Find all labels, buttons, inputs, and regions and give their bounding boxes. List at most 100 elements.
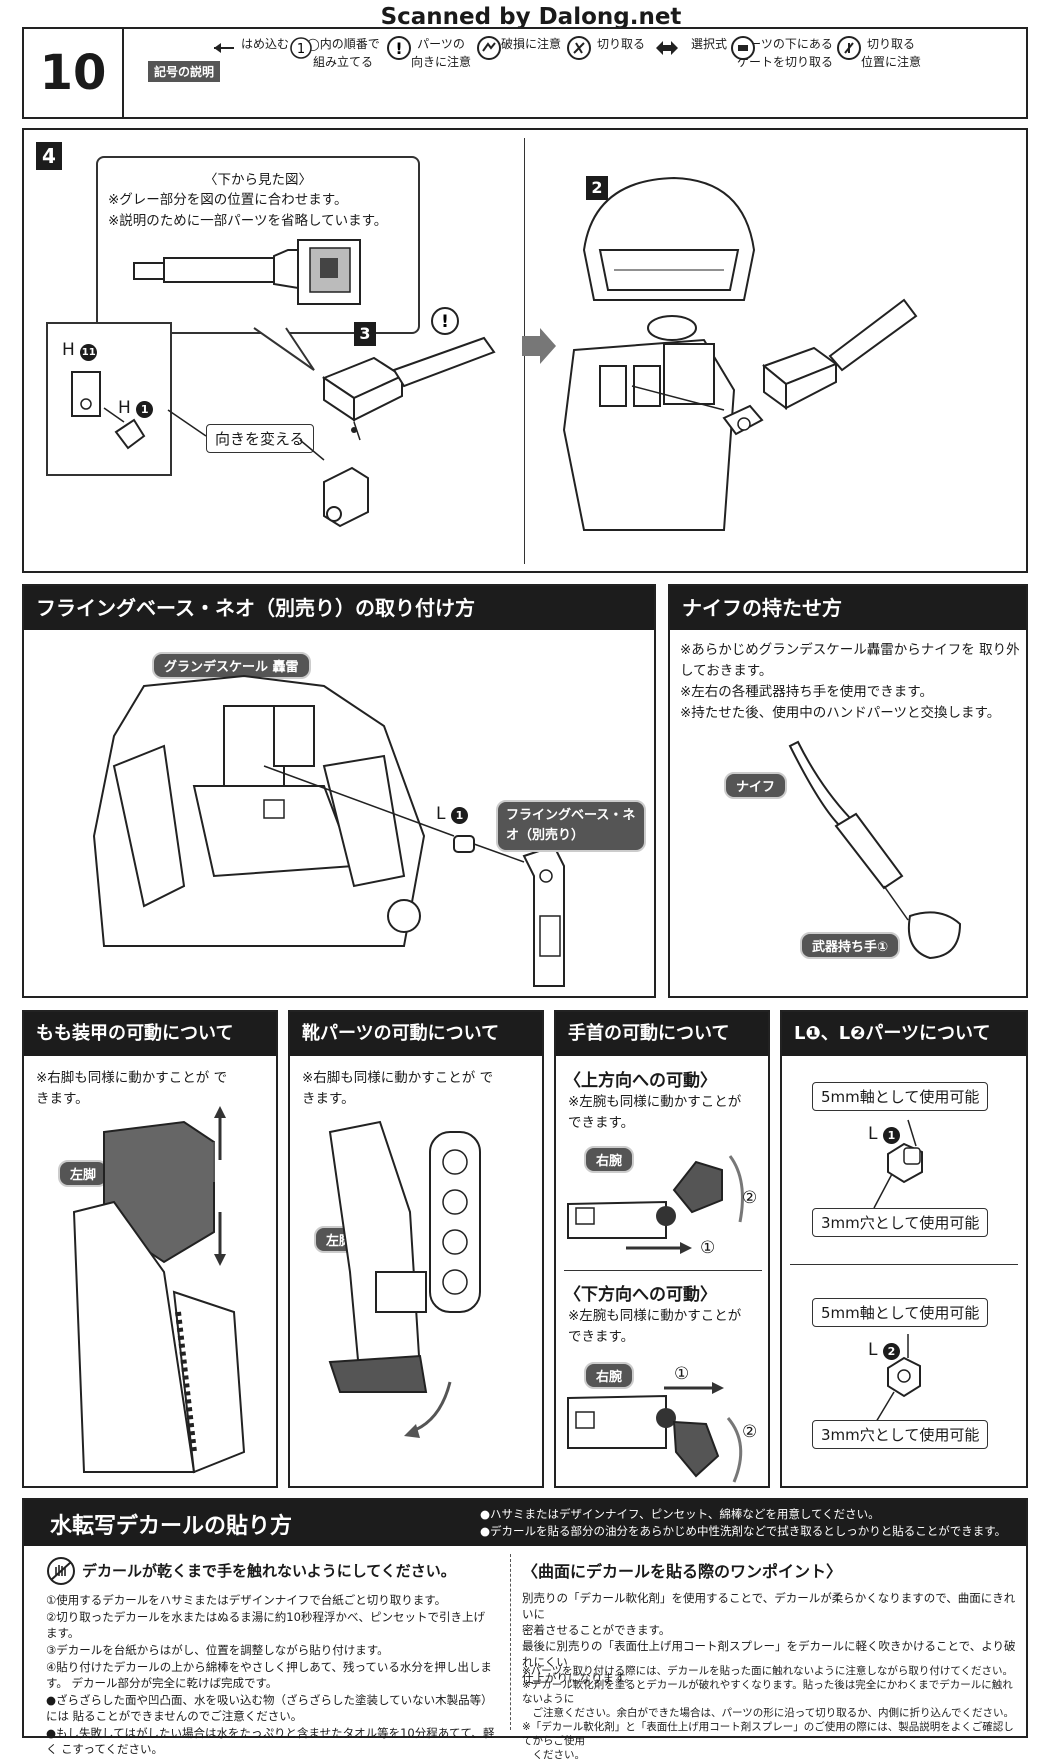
part-l1-letter: L bbox=[436, 804, 446, 824]
flying-base-label: フライングベース・ネオ（別売り） bbox=[496, 800, 646, 852]
decal-tip-line: 別売りの「デカール軟化剤」を使用することで、デカールが柔らかくなりますので、曲面… bbox=[522, 1591, 1016, 1621]
decal-steps: ①使用するデカールをハサミまたはデザインナイフで台紙ごと切り取ります。②切り取っ… bbox=[46, 1592, 496, 1758]
knife-panel: ナイフの持たせ方 ※あらかじめグランデスケール轟雷からナイフを 取り外しておきま… bbox=[668, 584, 1028, 998]
legend-item: パーツの下にある ゲートを切り取る bbox=[730, 35, 840, 71]
decal-tip-note: ※デカール軟化剤を塗るとデカールが破れやすくなります。貼った後は完全にかわくまで… bbox=[522, 1679, 1013, 1705]
part-h1-letter: H bbox=[118, 398, 131, 418]
l2-part-label: L 2 bbox=[868, 1340, 900, 1360]
l1-number: 1 bbox=[882, 1127, 900, 1144]
legend-item: 切り取る 位置に注意 bbox=[836, 35, 946, 71]
knife-label: ナイフ bbox=[724, 772, 788, 799]
l1-shaft-label: 5mm軸として使用可能 bbox=[812, 1082, 989, 1111]
decal-tip-line: 最後に別売りの「表面仕上げ用コート剤スプレー」をデカールに軽く吹きかけることで、… bbox=[522, 1639, 1016, 1669]
l1-part-illustration bbox=[873, 1119, 923, 1209]
wrist-up-arm-label: 右腕 bbox=[584, 1146, 635, 1173]
bottom-view-note-2: ※説明のために一部パーツを省略しています。 bbox=[108, 213, 388, 229]
robot-body-illustration bbox=[92, 674, 565, 987]
decal-step: ●もし失敗してはがしたい場合は水をたっぷりと含ませたタオル等を10分程あてて、軽… bbox=[46, 1726, 495, 1756]
figure-torso-illustration bbox=[562, 176, 918, 531]
decal-tip-note: ください。 bbox=[522, 1749, 585, 1761]
thigh-leg-label: 左脚 bbox=[58, 1160, 109, 1187]
legend-item: はめ込む bbox=[210, 35, 320, 53]
knife-illustration bbox=[788, 740, 962, 960]
wrist-panel: 手首の可動について 〈上方向への可動〉 ※左腕も同様に動かすことが できます。 … bbox=[554, 1010, 770, 1488]
wrist-down-arm-label: 右腕 bbox=[584, 1362, 635, 1389]
wrist-up-note: ※左腕も同様に動かすことが できます。 bbox=[568, 1094, 742, 1131]
l1-letter: L bbox=[868, 1124, 878, 1144]
weapon-part-illustration bbox=[167, 336, 496, 528]
lparts-title: L❶、L❷パーツについて bbox=[782, 1012, 1026, 1056]
no-touch-icon bbox=[47, 1557, 75, 1585]
legend-item-label: はめ込む bbox=[240, 37, 289, 51]
bottom-view-title: 〈下から見た図〉 bbox=[204, 172, 312, 188]
wrist-up-illustration bbox=[567, 1155, 744, 1254]
decal-tip-note: ※「デカール軟化剤」と「表面仕上げ用コート剤スプレー」のご使用の際には、製品説明… bbox=[522, 1721, 1014, 1747]
decal-divider bbox=[510, 1554, 511, 1730]
part-l1-label: L 1 bbox=[436, 804, 468, 824]
h-parts-box: H 11 H 1 bbox=[46, 322, 172, 476]
wrist-up-title: 〈上方向への可動〉 bbox=[564, 1071, 717, 1091]
step-number: 10 bbox=[24, 29, 124, 117]
legend-item-label: パーツの 向きに注意 bbox=[410, 37, 471, 69]
decal-step: ●ざらざらした面や凹凸面、水を吸い込む物（ざらざらした塗装していない木製品等）に… bbox=[46, 1693, 493, 1723]
decal-tip-line: 密着させることができます。 bbox=[522, 1623, 671, 1637]
knife-note-2: ※左右の各種武器持ち手を使用できます。 bbox=[680, 684, 933, 700]
svg-text:!: ! bbox=[441, 312, 449, 332]
knife-note-1: ※あらかじめグランデスケール轟雷からナイフを 取り外しておきます。 bbox=[680, 642, 1020, 679]
legend-item-label: 切り取る 位置に注意 bbox=[860, 37, 921, 69]
lparts-panel: L❶、L❷パーツについて 5mm軸として使用可能 L 1 3mm穴として使用可能… bbox=[780, 1010, 1028, 1488]
callout-pointer bbox=[253, 327, 315, 371]
boot-title: 靴パーツの可動について bbox=[290, 1012, 542, 1056]
wrist-up-step-1: ① bbox=[700, 1238, 716, 1258]
wrist-down-step-1: ① bbox=[674, 1364, 690, 1384]
caution-icon: ! bbox=[431, 307, 459, 335]
l2-shaft-label: 5mm軸として使用可能 bbox=[812, 1298, 989, 1327]
sub-step-2: 2 bbox=[586, 176, 608, 200]
l1-part-label: L 1 bbox=[868, 1124, 900, 1144]
wrist-up-step-2: ② bbox=[742, 1188, 758, 1208]
svg-text:1: 1 bbox=[297, 42, 305, 57]
step4-panel: 4 〈下から見た図〉 ※グレー部分を図の位置に合わせます。 ※説明のために一部パ… bbox=[22, 128, 1028, 573]
decal-warning: デカールが乾くまで手を触れないようにしてください。 bbox=[82, 1562, 456, 1580]
part-h11-letter: H bbox=[62, 340, 75, 360]
legend-item: 破損に注意 bbox=[476, 35, 586, 60]
l2-hole-label: 3mm穴として使用可能 bbox=[812, 1420, 989, 1449]
boot-panel: 靴パーツの可動について ※右脚も同様に動かすことが できます。 左脚 bbox=[288, 1010, 544, 1488]
part-l1-number: 1 bbox=[450, 807, 468, 824]
h-parts-illustration bbox=[71, 371, 146, 450]
wrist-down-note: ※左腕も同様に動かすことが できます。 bbox=[568, 1308, 742, 1345]
lparts-divider bbox=[790, 1264, 1018, 1265]
legend-item: ! パーツの 向きに注意 bbox=[386, 35, 496, 71]
bottom-view-illustration bbox=[133, 239, 361, 305]
legend-item-label: パーツの下にある ゲートを切り取る bbox=[736, 37, 833, 69]
thigh-armor-illustration bbox=[72, 1106, 246, 1474]
next-arrow-icon bbox=[522, 328, 556, 364]
l1-hole-label: 3mm穴として使用可能 bbox=[812, 1208, 989, 1237]
decal-tip-text: 別売りの「デカール軟化剤」を使用することで、デカールが柔らかくなりますので、曲面… bbox=[522, 1590, 1022, 1686]
wrist-down-title: 〈下方向への可動〉 bbox=[564, 1285, 717, 1305]
boot-note: ※右脚も同様に動かすことが できます。 bbox=[302, 1070, 494, 1107]
step4-number: 4 bbox=[36, 142, 62, 170]
legend-item: 1◯内の順番で 組み立てる bbox=[288, 35, 398, 71]
wrist-down-illustration bbox=[567, 1382, 743, 1483]
rotate-label: 向きを変える bbox=[206, 424, 314, 453]
decal-header-note-2: ●デカールを貼る部分の油分をあらかじめ中性洗剤などで拭き取るとしっかりと貼ること… bbox=[480, 1524, 1007, 1538]
bottom-view-callout: 〈下から見た図〉 ※グレー部分を図の位置に合わせます。 ※説明のために一部パーツ… bbox=[96, 156, 420, 334]
legend-item: 切り取る bbox=[566, 35, 676, 60]
part-h1-label: H 1 bbox=[118, 398, 154, 418]
thigh-title: もも装甲の可動について bbox=[24, 1012, 276, 1056]
decal-tip-line: 仕上がりになります。 bbox=[522, 1671, 636, 1685]
decal-tip-notes: ※パーツを取り付ける際には、デカールを貼った面に触れないように注意しながら取り付… bbox=[522, 1664, 1022, 1762]
flying-base-title: フライングベース・ネオ（別売り）の取り付け方 bbox=[24, 586, 654, 630]
knife-note-3: ※持たせた後、使用中のハンドパーツと交換します。 bbox=[680, 705, 1001, 721]
wrist-down-step-2: ② bbox=[742, 1422, 758, 1442]
decal-header bbox=[24, 1500, 1026, 1546]
svg-text:!: ! bbox=[395, 39, 402, 58]
decal-step: ③デカールを台紙からはがし、位置を調整しながら貼り付けます。 bbox=[46, 1643, 389, 1657]
knife-title: ナイフの持たせ方 bbox=[670, 586, 1026, 630]
decal-header-note-1: ●ハサミまたはデザインナイフ、ピンセット、綿棒などを用意してください。 bbox=[480, 1507, 880, 1521]
legend-title: 記号の説明 bbox=[148, 61, 221, 82]
decal-step: ④貼り付けたデカールの上から綿棒をやさしく押しあて、残っている水分を押し出します… bbox=[46, 1660, 492, 1690]
watermark: Scanned by Dalong.net bbox=[380, 4, 682, 30]
